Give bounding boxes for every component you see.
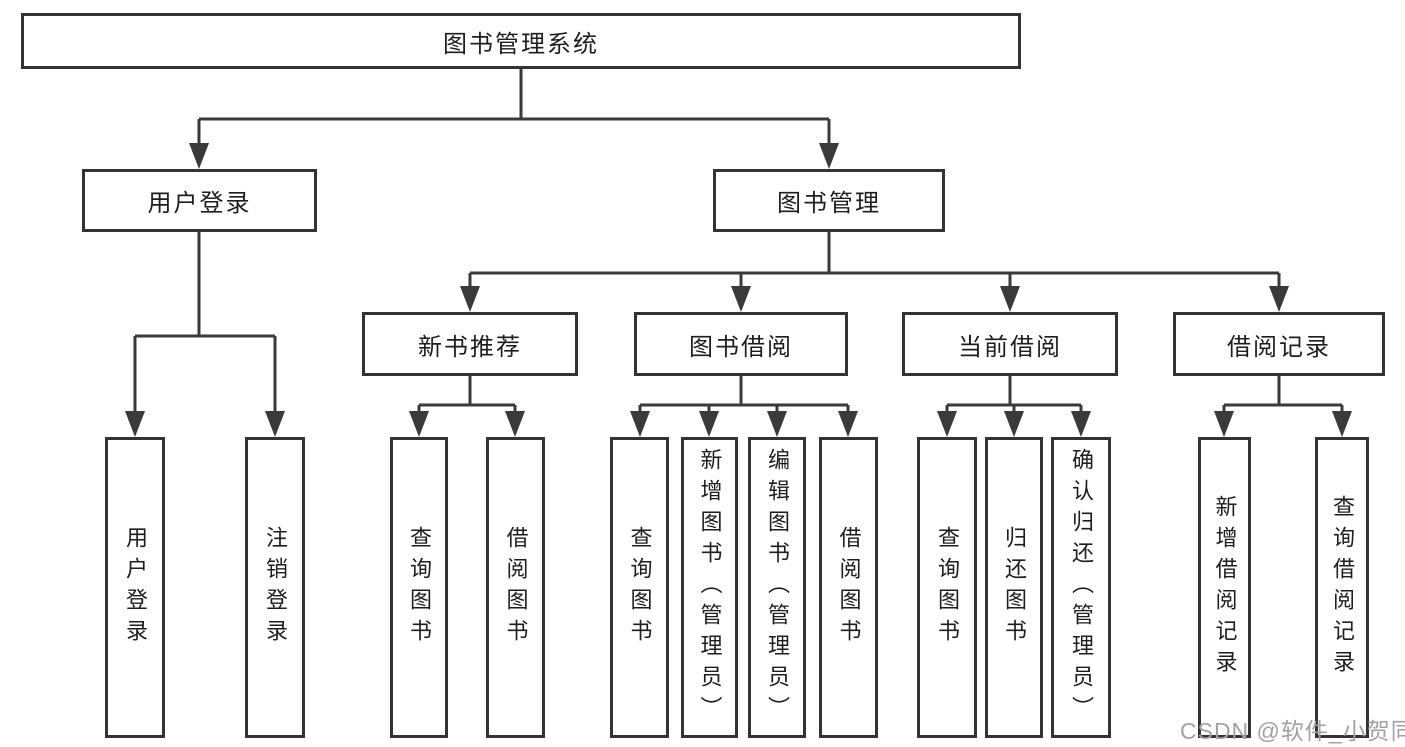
leaf-borrow-books: 借阅图书 — [819, 437, 878, 738]
leaf-borrow-query-books-label: 查询图书 — [627, 525, 653, 650]
leaf-user-login: 用户登录 — [105, 437, 165, 738]
node-book-management-label: 图书管理 — [777, 190, 881, 217]
node-new-book-recommend: 新书推荐 — [362, 312, 578, 376]
leaf-return-books: 归还图书 — [985, 437, 1043, 738]
node-book-borrow: 图书借阅 — [634, 312, 848, 376]
leaf-recommend-query-books-label: 查询图书 — [407, 525, 432, 650]
leaf-edit-books-admin-label: 编辑图书（管理员） — [765, 448, 790, 727]
leaf-recommend-borrow-books: 借阅图书 — [486, 437, 545, 738]
leaf-user-login-label: 用户登录 — [123, 525, 148, 650]
leaf-recommend-query-books: 查询图书 — [390, 437, 448, 738]
leaf-recommend-borrow-books-label: 借阅图书 — [503, 525, 529, 650]
leaf-borrow-query-books: 查询图书 — [610, 437, 669, 738]
node-root-system: 图书管理系统 — [21, 13, 1021, 69]
leaf-add-borrow-record-label: 新增借阅记录 — [1212, 494, 1238, 681]
leaf-confirm-return-admin: 确认归还（管理员） — [1051, 437, 1111, 738]
node-book-borrow-label: 图书借阅 — [689, 333, 793, 361]
csdn-watermark: CSDN @软件_小贺同学 — [1180, 718, 1405, 744]
node-borrow-records: 借阅记录 — [1173, 312, 1385, 376]
node-root-label: 图书管理系统 — [443, 30, 599, 58]
leaf-borrow-books-label: 借阅图书 — [836, 525, 862, 650]
leaf-current-query-books: 查询图书 — [917, 437, 977, 738]
node-borrow-records-label: 借阅记录 — [1227, 333, 1331, 361]
node-user-login-label: 用户登录 — [147, 190, 252, 217]
leaf-add-books-admin-label: 新增图书（管理员） — [697, 448, 723, 727]
leaf-edit-books-admin: 编辑图书（管理员） — [748, 437, 806, 738]
leaf-logout: 注销登录 — [245, 437, 305, 738]
leaf-logout-label: 注销登录 — [263, 525, 288, 650]
node-current-borrow-label: 当前借阅 — [958, 333, 1062, 361]
leaf-current-query-books-label: 查询图书 — [935, 525, 960, 650]
leaf-return-books-label: 归还图书 — [1002, 525, 1027, 650]
node-user-login: 用户登录 — [82, 169, 317, 232]
leaf-query-borrow-record-label: 查询借阅记录 — [1330, 494, 1355, 681]
node-current-borrow: 当前借阅 — [902, 312, 1118, 376]
leaf-query-borrow-record: 查询借阅记录 — [1315, 437, 1369, 738]
leaf-confirm-return-admin-label: 确认归还（管理员） — [1069, 448, 1094, 727]
leaf-add-books-admin: 新增图书（管理员） — [681, 437, 738, 738]
leaf-add-borrow-record: 新增借阅记录 — [1198, 437, 1251, 738]
node-new-book-recommend-label: 新书推荐 — [418, 333, 522, 361]
node-book-management: 图书管理 — [713, 169, 945, 232]
